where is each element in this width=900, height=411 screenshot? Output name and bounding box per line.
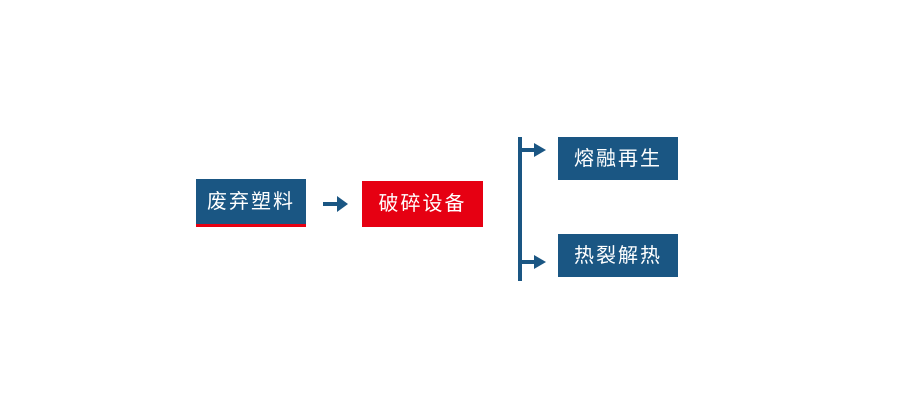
arrow-head: [534, 143, 546, 157]
arrow-head: [534, 255, 546, 269]
arrow-right-icon: [521, 143, 546, 157]
node-waste-plastic: 废弃塑料: [196, 179, 306, 227]
arrow-right-icon: [323, 196, 348, 212]
arrow-right-icon: [521, 255, 546, 269]
node-waste-plastic-label: 废弃塑料: [207, 190, 295, 213]
node-pyrolysis-heat: 热裂解热: [558, 234, 678, 277]
branch-connector: [518, 137, 546, 281]
node-melt-regeneration-label: 熔融再生: [574, 147, 662, 170]
node-crushing-equipment: 破碎设备: [362, 181, 483, 227]
node-crushing-equipment-label: 破碎设备: [378, 193, 467, 215]
node-melt-regeneration: 熔融再生: [558, 137, 678, 180]
node-pyrolysis-heat-label: 热裂解热: [574, 244, 662, 267]
arrow-head: [337, 196, 348, 212]
